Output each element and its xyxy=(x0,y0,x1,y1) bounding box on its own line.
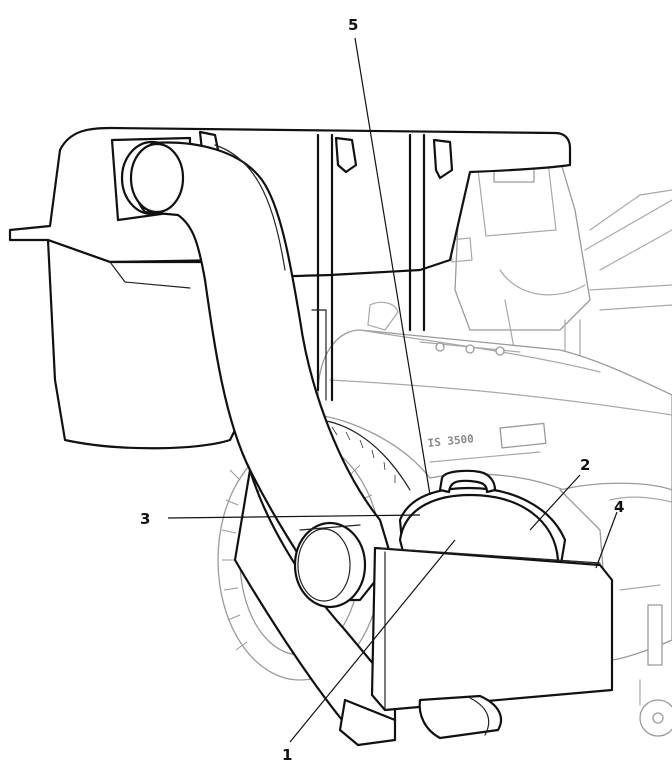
callout-2: 2 xyxy=(580,456,590,474)
leader-line-1 xyxy=(289,539,456,743)
callouts: 5 2 4 3 1 xyxy=(140,16,624,764)
hose-end-bag xyxy=(129,142,185,214)
leader-line-3 xyxy=(167,514,421,519)
leader-line-5 xyxy=(354,37,431,496)
blower-assembly xyxy=(338,469,614,747)
hood-decal: IS 3500 xyxy=(427,432,474,450)
leader-line-2 xyxy=(529,474,581,531)
callout-4: 4 xyxy=(614,498,624,516)
vacuum-hose xyxy=(129,141,397,722)
leader-line-4 xyxy=(595,511,618,569)
callout-3: 3 xyxy=(140,510,150,528)
mower-deck xyxy=(559,482,672,661)
blower-front-cover xyxy=(370,546,614,712)
callout-1: 1 xyxy=(282,746,292,764)
callout-5: 5 xyxy=(348,16,358,34)
blower-outlet xyxy=(418,694,503,740)
hose-coupling xyxy=(293,521,367,609)
blower-handle xyxy=(438,469,497,494)
